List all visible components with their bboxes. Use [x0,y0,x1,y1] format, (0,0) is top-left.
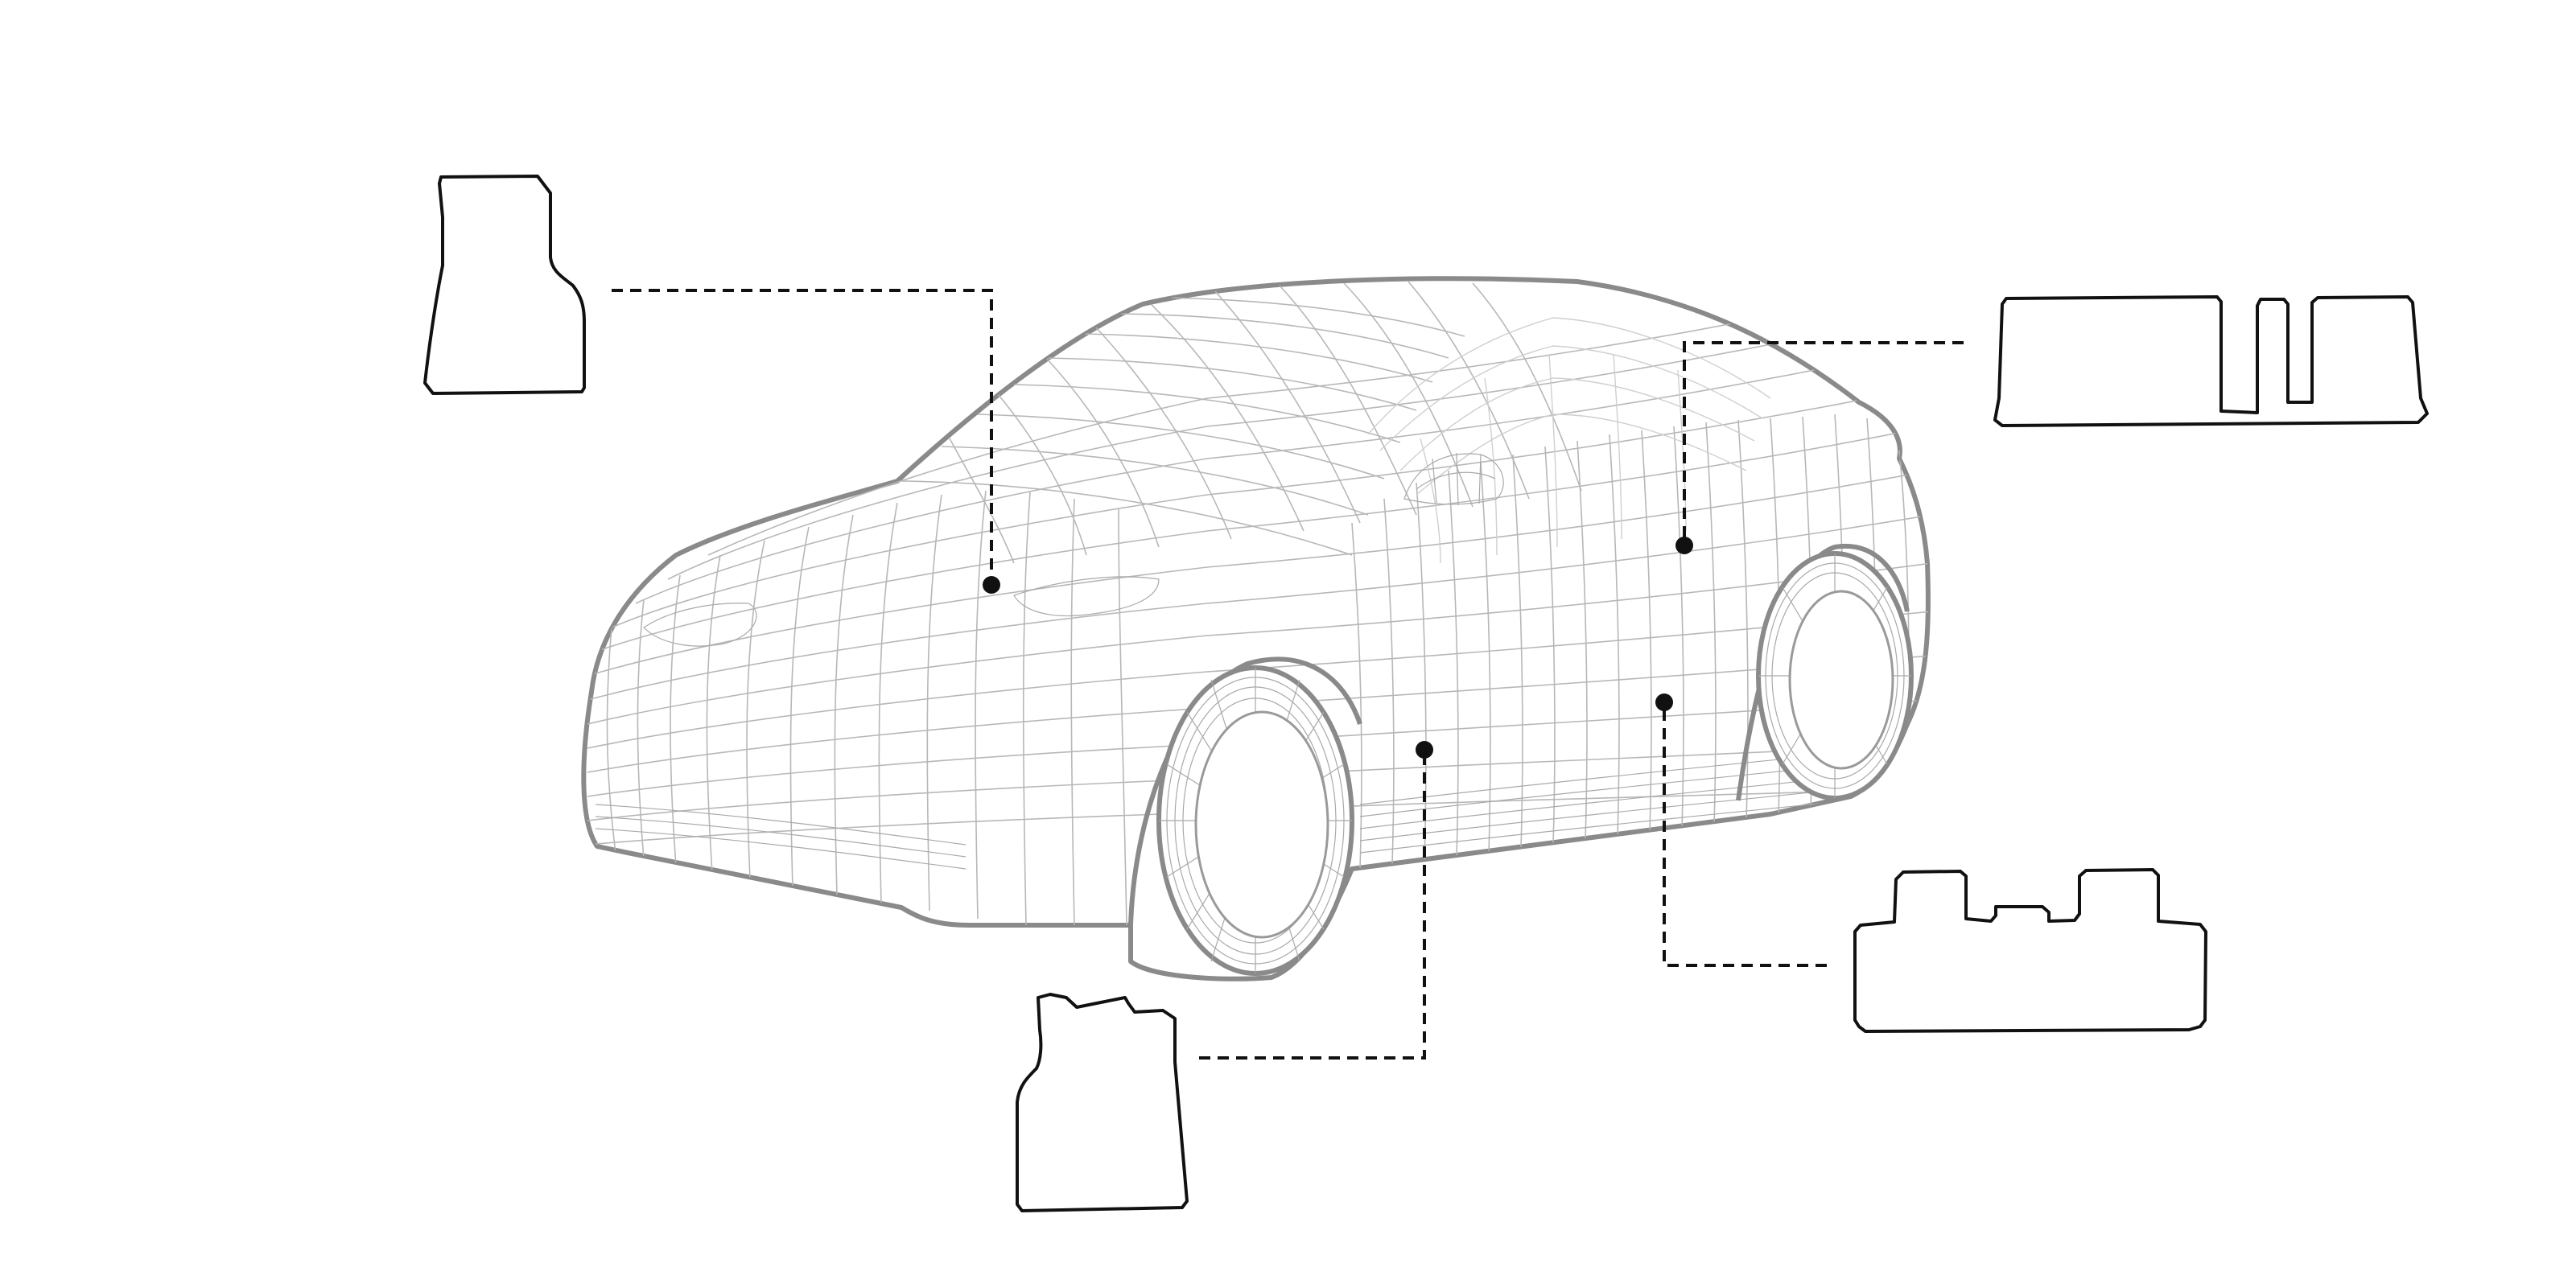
rear-floor-mat-outline [1853,868,2207,1033]
anchor-dot-rear-door [1675,537,1693,554]
leader-line-passenger-mat [1199,750,1426,1060]
front-passenger-floor-mat-outline [1016,993,1189,1212]
rear-wheel [1756,551,1914,800]
leader-line-driver-mat [612,289,993,585]
anchor-dot-front-door [1416,741,1433,759]
anchor-points [983,537,1693,759]
wireframe-car [581,276,1931,981]
leader-lines [612,289,1964,1060]
anchor-dot-rear-sill [1655,693,1673,711]
leader-line-trunk-mat [1683,341,1964,545]
front-wheel [1156,665,1354,976]
leader-line-rear-mat [1663,702,1827,967]
driver-floor-mat-outline [423,175,586,395]
trunk-floor-mat-outline [1993,295,2429,427]
anchor-dot-hood [983,576,1000,594]
